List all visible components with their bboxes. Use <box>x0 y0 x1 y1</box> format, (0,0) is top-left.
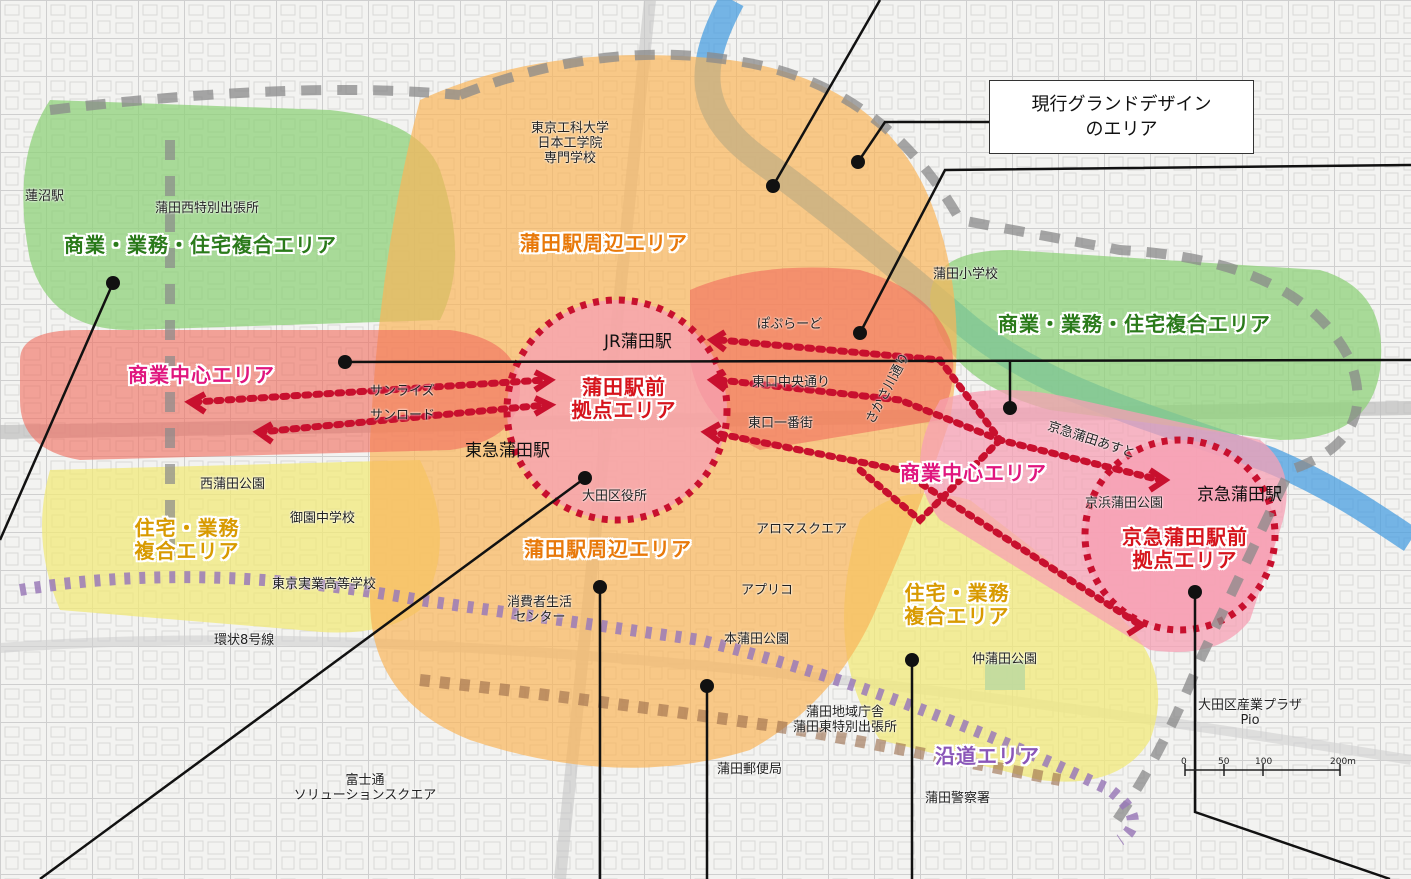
station-hasunuma: 蓮沼駅 <box>25 189 65 204</box>
place-kamata-police: 蒲田警察署 <box>925 791 991 806</box>
place-nakakamata-park: 仲蒲田公園 <box>972 652 1038 667</box>
zone-red-mid <box>690 267 954 450</box>
callout-line1: 現行グランドデザイン <box>1031 93 1212 115</box>
zone-label-kamata-surround-north: 蒲田駅周辺エリア <box>520 231 688 255</box>
place-kanjo8: 環状8号線 <box>214 633 275 648</box>
place-consumer-center: 消費者生活 センター <box>492 595 587 626</box>
place-sunrise: サンライズ <box>370 384 435 399</box>
place-popurado: ぽぷらーど <box>757 317 823 332</box>
pio-line1: 大田区産業プラザ <box>1197 698 1302 713</box>
place-university: 東京工科大学 日本工学院 専門学校 <box>520 121 620 167</box>
kamata-hub-line2: 拠点エリア <box>571 398 677 422</box>
residential-east-line1: 住宅・業務 <box>904 581 1010 605</box>
station-jr-kamata: JR蒲田駅 <box>604 332 672 352</box>
place-kamata-regional-office: 蒲田地域庁舎 蒲田東特別出張所 <box>770 705 920 736</box>
zone-label-kamata-hub: 蒲田駅前 拠点エリア <box>558 376 690 422</box>
scale-tick-100: 100 <box>1255 757 1273 767</box>
zone-green-west <box>23 100 455 330</box>
place-aprico: アプリコ <box>741 583 794 598</box>
boundary-purple <box>19 571 1139 845</box>
zone-label-commercial-mixed-east: 商業・業務・住宅複合エリア <box>998 312 1271 336</box>
place-misono-jhs: 御園中学校 <box>290 511 356 526</box>
zone-label-keikyu-hub: 京急蒲田駅前 拠点エリア <box>1105 526 1265 572</box>
university-line2: 日本工学院 <box>537 135 603 151</box>
place-kamata-elementary: 蒲田小学校 <box>933 267 999 282</box>
station-tokyu-kamata: 東急蒲田駅 <box>465 441 550 461</box>
chiiki-line1: 蒲田地域庁舎 <box>805 705 884 720</box>
scale-tick-200: 200m <box>1330 757 1356 767</box>
zone-label-roadside: 沿道エリア <box>935 744 1040 768</box>
zone-label-commercial-mixed-west: 商業・業務・住宅複合エリア <box>64 233 337 257</box>
scale-tick-0: 0 <box>1181 757 1187 767</box>
place-ota-ward-office: 大田区役所 <box>582 489 648 504</box>
residential-west-line1: 住宅・業務 <box>134 516 240 540</box>
park-nakakamata <box>985 660 1025 690</box>
place-honkamata-park: 本蒲田公園 <box>724 632 790 647</box>
callout-line2: のエリア <box>1085 119 1158 140</box>
zone-label-residential-west: 住宅・業務 複合エリア <box>112 517 262 563</box>
place-east-central-street: 東口中央通り <box>752 375 831 390</box>
zone-green-east <box>930 250 1382 440</box>
place-fujitsu: 富士通 ソリューションスクエア <box>275 773 455 804</box>
boundary-brown <box>419 674 1062 786</box>
zone-label-residential-east: 住宅・業務 複合エリア <box>882 582 1032 628</box>
zone-label-commercial-center-east: 商業中心エリア <box>900 461 1047 485</box>
place-pio: 大田区産業プラザ Pio <box>1180 698 1320 729</box>
place-nishi-branch: 蒲田西特別出張所 <box>155 201 260 216</box>
scale-bar <box>1184 764 1341 776</box>
place-sunroad: サンロード <box>370 408 436 423</box>
consumer-line1: 消費者生活 <box>506 595 572 610</box>
keikyu-hub-line2: 拠点エリア <box>1132 548 1238 572</box>
place-jitsugyo-high: 東京実業高等学校 <box>272 577 377 592</box>
hub-kamata-ring <box>503 296 731 524</box>
scale-tick-50: 50 <box>1218 757 1230 767</box>
chiiki-line2: 蒲田東特別出張所 <box>792 719 897 735</box>
place-aroma-square: アロマスクエア <box>756 522 848 537</box>
arrows <box>191 336 1164 629</box>
hub-keikyu <box>1085 440 1275 630</box>
fujitsu-line1: 富士通 <box>345 773 385 788</box>
university-line3: 専門学校 <box>543 150 596 166</box>
place-keihin-park: 京浜蒲田公園 <box>1085 496 1164 511</box>
zone-label-kamata-surround-south: 蒲田駅周辺エリア <box>524 537 692 561</box>
place-east-ichiban: 東口一番街 <box>748 416 814 431</box>
grand-design-callout: 現行グランドデザイン のエリア <box>989 80 1254 154</box>
consumer-line2: センター <box>513 609 566 625</box>
residential-west-line2: 複合エリア <box>134 539 240 563</box>
station-keikyu-kamata: 京急蒲田駅 <box>1197 485 1282 505</box>
kamata-hub-line1: 蒲田駅前 <box>582 375 666 399</box>
fujitsu-line2: ソリューションスクエア <box>293 787 437 803</box>
boundary-gray <box>49 49 1363 833</box>
residential-east-line2: 複合エリア <box>904 604 1010 628</box>
keikyu-hub-line1: 京急蒲田駅前 <box>1122 525 1248 549</box>
pio-line2: Pio <box>1240 712 1260 728</box>
hub-keikyu-ring <box>1081 436 1279 634</box>
university-line1: 東京工科大学 <box>530 121 609 136</box>
leader-dots <box>106 155 1202 693</box>
zone-label-commercial-center-west: 商業中心エリア <box>128 363 275 387</box>
arrow-heads <box>184 329 1171 637</box>
place-kamata-post-office: 蒲田郵便局 <box>717 762 783 777</box>
zone-yellow-west <box>42 460 440 633</box>
hub-kamata <box>507 300 727 520</box>
place-nishi-park: 西蒲田公園 <box>200 477 266 492</box>
